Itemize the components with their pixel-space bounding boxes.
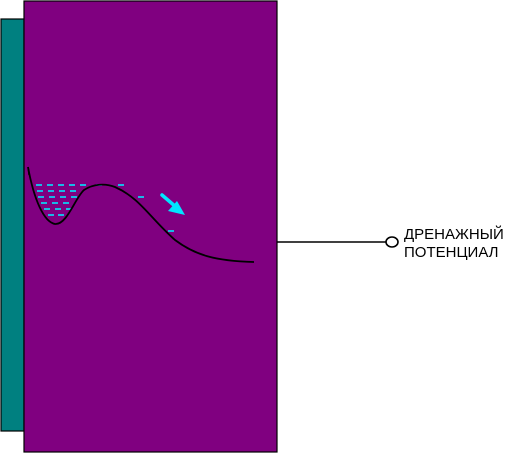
semiconductor-block [23,0,278,453]
terminal-label-line2: ПОТЕНЦИАЛ [404,244,499,261]
potential-curve [27,166,255,263]
side-plate [0,18,25,432]
terminal-label-line1: ДРЕНАЖНЫЙ [404,225,504,243]
charge-flow-arrow-icon [160,193,185,215]
drain-terminal [385,236,399,248]
curve-start-tick [27,166,30,176]
